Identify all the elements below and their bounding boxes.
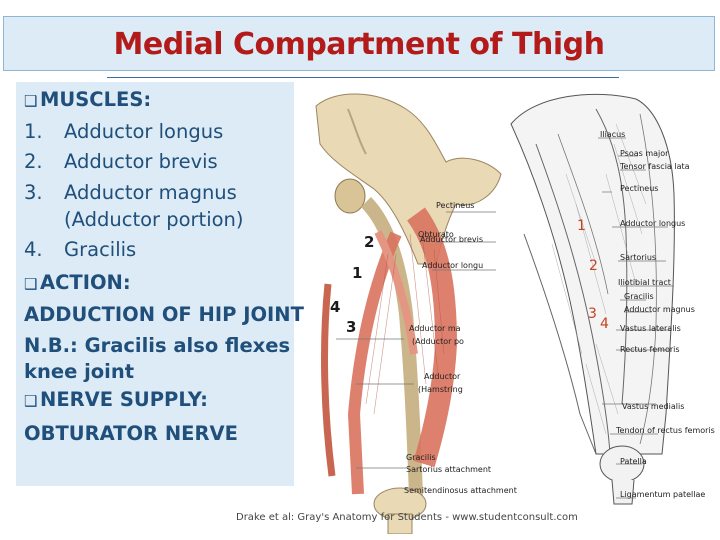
bullet-text: knee joint <box>24 360 135 383</box>
bullet-line: ❑MUSCLES: <box>24 88 151 113</box>
right-figure-number: 3 <box>588 306 597 322</box>
bullet-line: knee joint <box>24 360 134 384</box>
bullet-text: OBTURATOR NERVE <box>24 422 238 445</box>
title-underline <box>107 77 619 78</box>
bullet-text: (Adductor portion) <box>64 208 244 231</box>
right-figure-label: Psoas major <box>620 149 669 158</box>
bullet-line: N.B.: Gracilis also flexes <box>24 334 290 358</box>
left-figure-number: 1 <box>352 264 363 282</box>
right-figure-label: Tensor fascia lata <box>620 162 690 171</box>
right-figure-number: 2 <box>589 258 598 274</box>
bullet-text: Adductor magnus <box>64 181 237 204</box>
checkbox-bullet-icon: ❑ <box>24 275 38 293</box>
left-figure-label: Adductor brevis <box>420 235 484 244</box>
right-figure-label: Vastus lateralis <box>620 324 681 333</box>
bullet-number: 1. <box>24 120 43 143</box>
bullet-line: ❑NERVE SUPPLY: <box>24 388 208 413</box>
bullet-number: 4. <box>24 238 43 261</box>
checkbox-bullet-icon: ❑ <box>24 392 38 410</box>
bullet-line: 1. Adductor longus <box>24 120 223 144</box>
left-figure-label: Adductor <box>424 372 461 381</box>
bullet-text: ADDUCTION OF HIP JOINT <box>24 303 304 326</box>
left-figure-number: 2 <box>364 233 375 251</box>
right-figure-label: Vastus medialis <box>622 402 685 411</box>
right-figure-label: Gracilis <box>624 292 654 301</box>
left-figure-label: Pectineus <box>436 201 475 210</box>
checkbox-bullet-icon: ❑ <box>24 92 38 110</box>
bullet-line: ❑ACTION: <box>24 271 131 296</box>
bullet-line: 3. Adductor magnus <box>24 181 237 205</box>
figure-caption: Drake et al: Gray's Anatomy for Students… <box>236 512 578 523</box>
right-figure-label: Adductor magnus <box>624 305 695 314</box>
slide-title: Medial Compartment of Thigh <box>113 27 605 62</box>
right-figure-number: 4 <box>600 316 609 332</box>
bullet-text: N.B.: Gracilis also flexes <box>24 334 291 357</box>
left-figure-label: Obturato <box>418 230 454 239</box>
text-panel <box>16 82 294 486</box>
right-figure-label: Tendon of rectus femoris <box>616 426 715 435</box>
right-illustration <box>510 93 675 505</box>
bullet-line: (Adductor portion) <box>24 208 244 232</box>
left-illustration <box>315 93 502 534</box>
right-figure-label: Ligamentum patellae <box>620 490 706 499</box>
left-figure-label: (Adductor po <box>412 337 464 346</box>
bullet-text: NERVE SUPPLY: <box>40 388 208 411</box>
right-figure-label: Pectineus <box>620 184 659 193</box>
bullet-text: ACTION: <box>40 271 131 294</box>
right-figure-label: Adductor longus <box>620 219 686 228</box>
bullet-line: 2. Adductor brevis <box>24 150 218 174</box>
right-figure-label: Patella <box>620 457 647 466</box>
right-leader-lines <box>598 137 674 499</box>
bullet-number: 3. <box>24 181 43 204</box>
left-figure-label: Sartorius attachment <box>406 465 492 474</box>
left-figure-label: Semitendinosus attachment <box>404 486 517 495</box>
bullet-text: Gracilis <box>64 238 137 261</box>
left-figure-label: Adductor ma <box>409 324 461 333</box>
right-figure-label: Rectus femoris <box>620 345 680 354</box>
left-figure-label: Gracilis <box>406 453 436 462</box>
right-figure-label: Sartorius <box>620 253 657 262</box>
bullet-number: 2. <box>24 150 43 173</box>
right-figure-label: Iliacus <box>600 130 626 139</box>
bullet-text: Adductor longus <box>64 120 224 143</box>
right-figure-number: 1 <box>577 218 586 234</box>
thigh-anatomy-figure <box>315 93 675 534</box>
left-figure-label: (Hamstring <box>418 385 463 394</box>
left-figure-label: Adductor longu <box>422 261 484 270</box>
bullet-line: 4. Gracilis <box>24 238 136 262</box>
bullet-line: OBTURATOR NERVE <box>24 422 238 446</box>
left-figure-number: 3 <box>346 318 357 336</box>
bullet-text: MUSCLES: <box>40 88 152 111</box>
bullet-line: ADDUCTION OF HIP JOINT <box>24 303 304 327</box>
left-figure-number: 4 <box>330 298 341 316</box>
title-bar: Medial Compartment of Thigh <box>3 16 715 78</box>
left-leader-lines <box>336 211 496 469</box>
bullet-text: Adductor brevis <box>64 150 218 173</box>
right-figure-label: Iliotibial tract <box>618 278 671 287</box>
